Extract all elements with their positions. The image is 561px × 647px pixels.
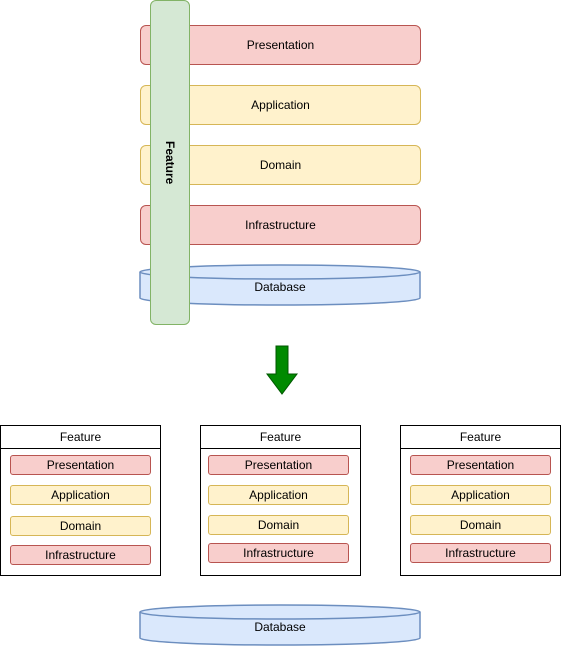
module-title: Feature xyxy=(401,426,560,449)
top-layer-label: Application xyxy=(251,98,310,112)
module-3-presentation: Presentation xyxy=(410,455,551,475)
feature-slice-label: Feature xyxy=(163,140,177,185)
bottom-database-cylinder xyxy=(139,604,421,646)
module-1-domain: Domain xyxy=(10,516,151,536)
module-3-domain: Domain xyxy=(410,515,551,535)
module-title: Feature xyxy=(1,426,160,449)
module-3-infrastructure: Infrastructure xyxy=(410,543,551,563)
top-layer-label: Infrastructure xyxy=(245,218,316,232)
top-layer-label: Domain xyxy=(259,158,302,172)
module-1-infrastructure: Infrastructure xyxy=(10,545,151,565)
down-arrow-icon xyxy=(266,345,298,395)
module-2-domain: Domain xyxy=(208,515,349,535)
module-2-application: Application xyxy=(208,485,349,505)
module-2-infrastructure: Infrastructure xyxy=(208,543,349,563)
top-layer-label: Presentation xyxy=(246,38,315,52)
module-3-application: Application xyxy=(410,485,551,505)
feature-slice-bar: Feature xyxy=(150,0,190,325)
module-title: Feature xyxy=(201,426,360,449)
top-database-cylinder xyxy=(139,264,421,306)
module-2-presentation: Presentation xyxy=(208,455,349,475)
bottom-database-label: Database xyxy=(254,620,306,634)
module-1-presentation: Presentation xyxy=(10,455,151,475)
module-1-application: Application xyxy=(10,485,151,505)
top-database-label: Database xyxy=(254,280,306,294)
